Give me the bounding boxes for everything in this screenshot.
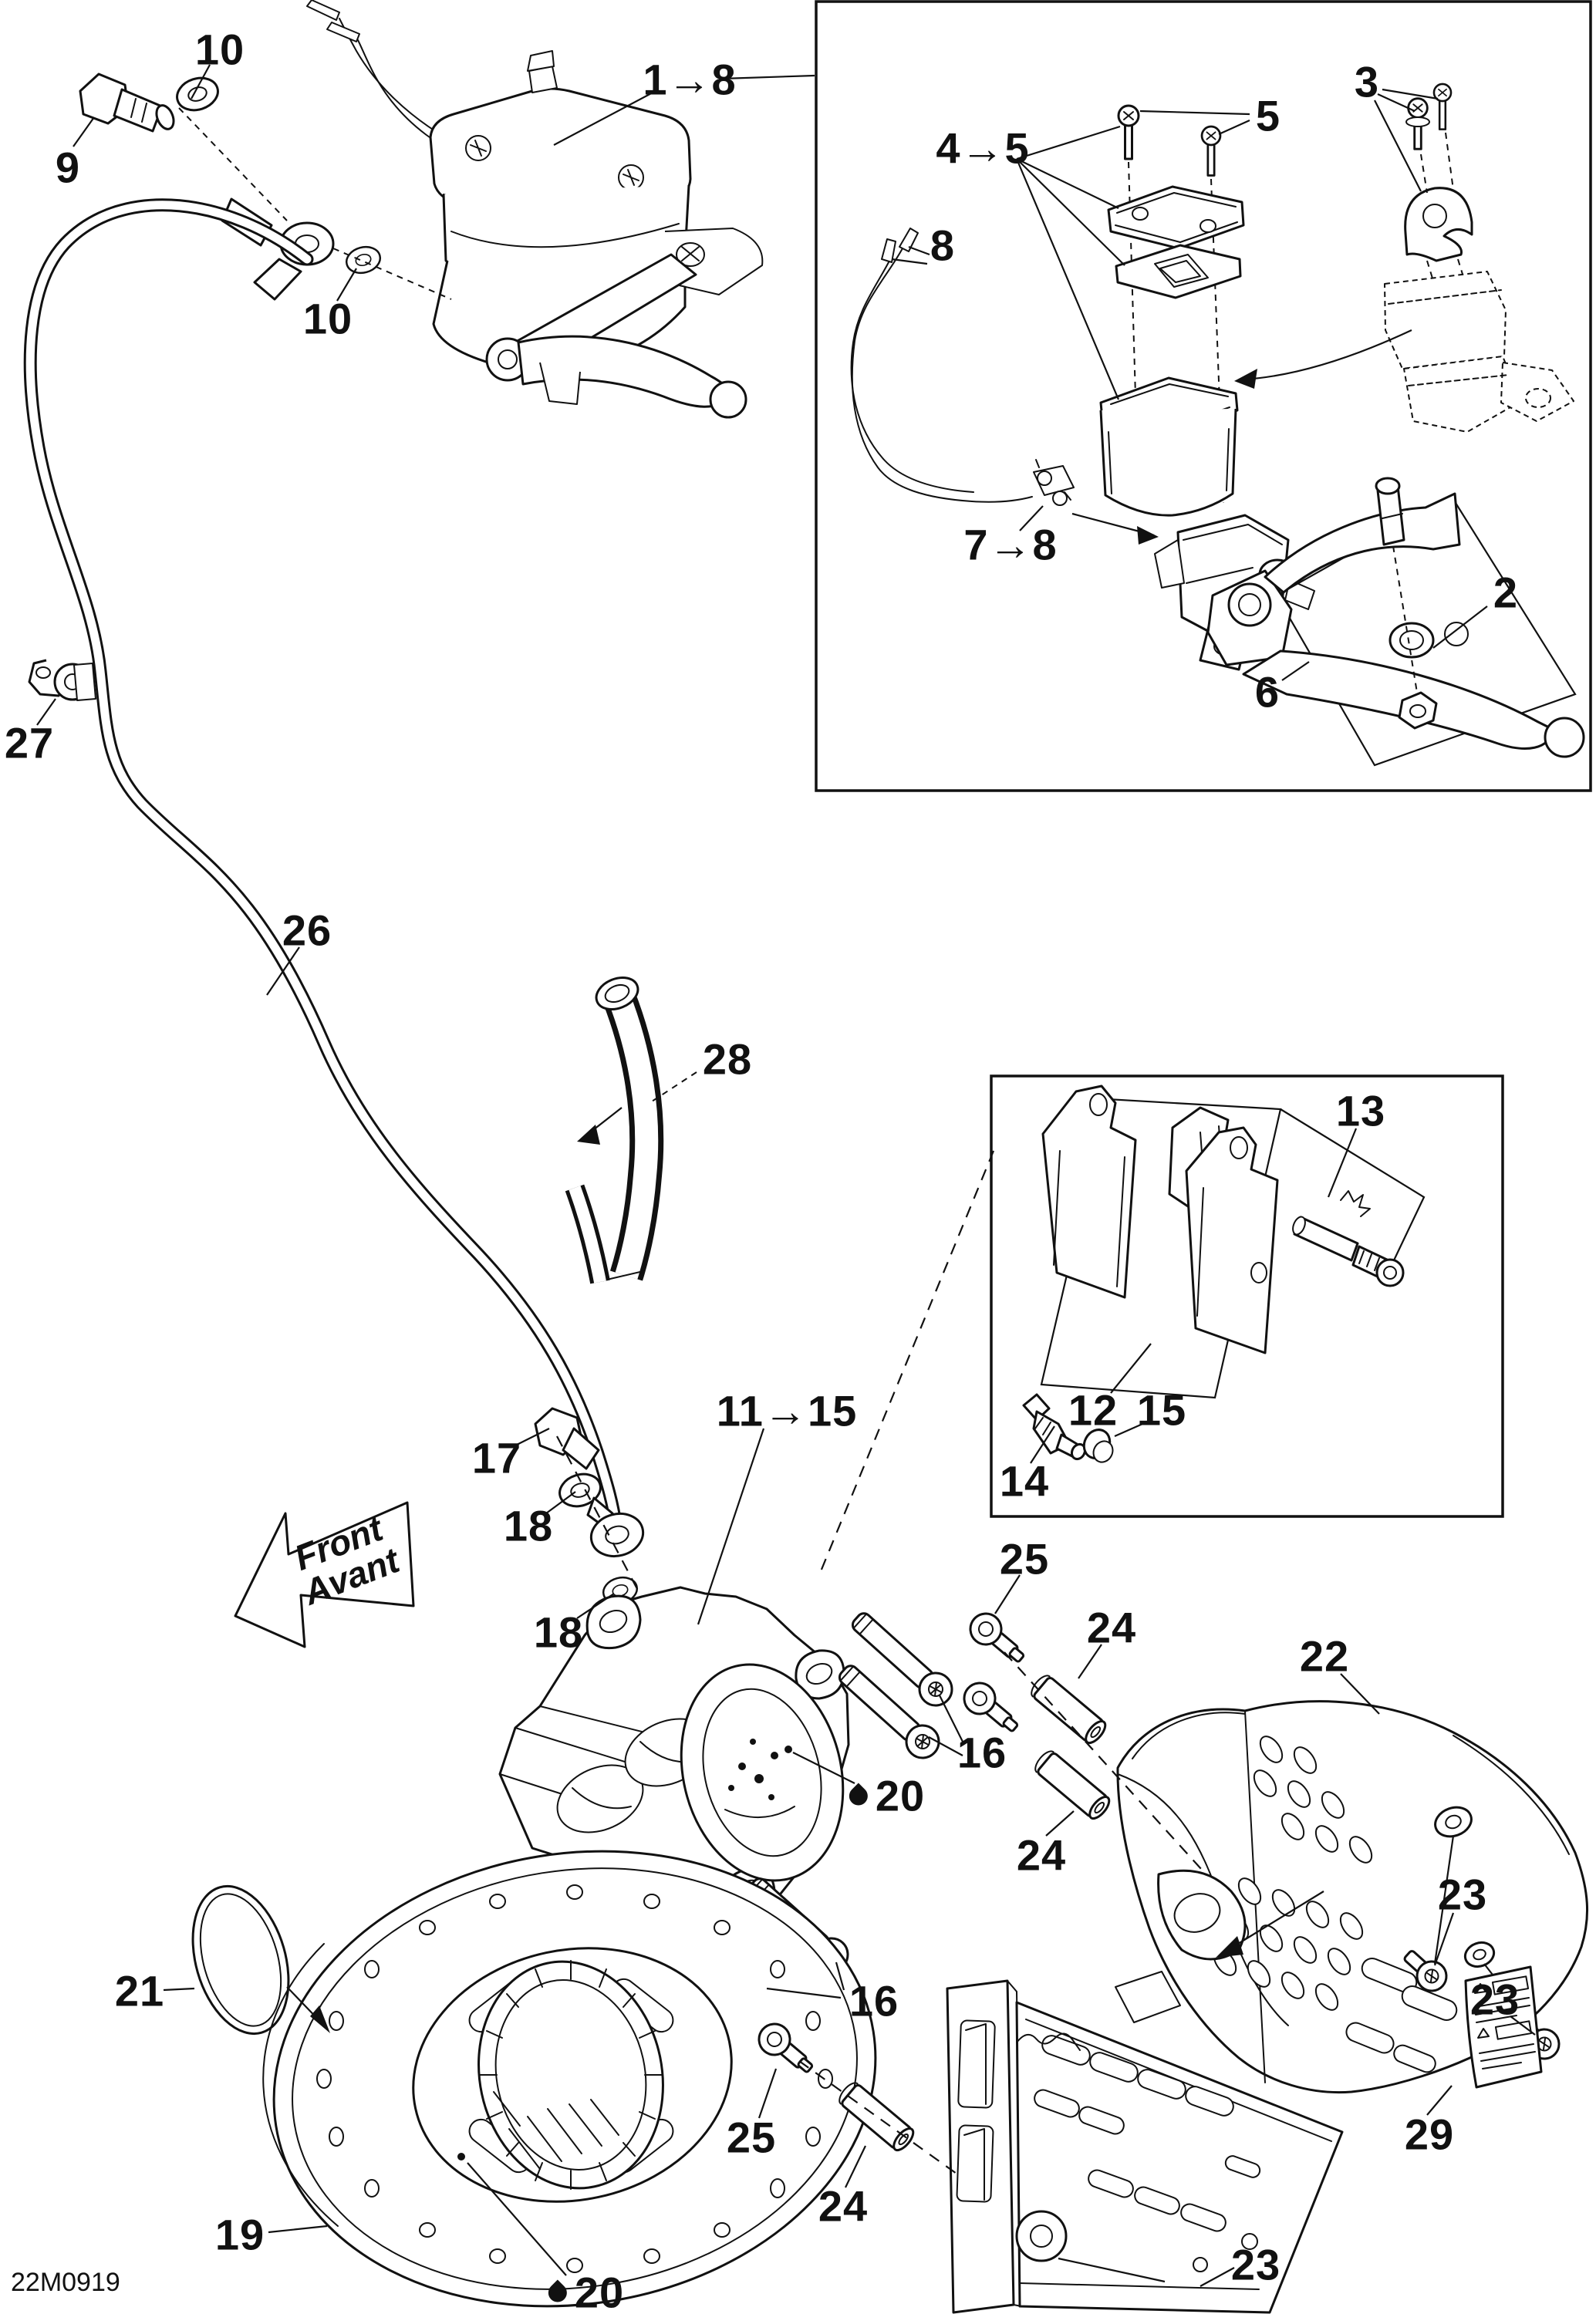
disc-guard-assembly bbox=[957, 1606, 1589, 2314]
part-callout-18b: 18 bbox=[533, 1607, 584, 1657]
part-callout-27: 27 bbox=[4, 718, 55, 767]
disc-drill-holes bbox=[316, 1884, 833, 2273]
spline-ticks bbox=[479, 1960, 663, 2190]
part-callout-12: 12 bbox=[1068, 1385, 1119, 1435]
part-callout-5: 5 bbox=[1255, 91, 1281, 140]
part-callout-2: 2 bbox=[1493, 568, 1519, 617]
part-callout-7-8: 7→8 bbox=[963, 520, 1058, 569]
part-callout-4-5: 4→5 bbox=[936, 123, 1030, 173]
part-callout-8: 8 bbox=[930, 221, 956, 270]
part-callout-29: 29 bbox=[1404, 2110, 1455, 2159]
part-callout-26: 26 bbox=[282, 906, 332, 955]
part-callout-22: 22 bbox=[1299, 1631, 1350, 1681]
mount-bracket-assembly bbox=[751, 1971, 1344, 2314]
inset-box-1-border bbox=[815, 0, 1592, 792]
hose-protector-28 bbox=[595, 976, 664, 1281]
oil-drop-icon bbox=[544, 2279, 571, 2306]
part-callout-10a: 10 bbox=[194, 25, 245, 74]
part-callout-17: 17 bbox=[471, 1433, 522, 1483]
inset-box-brake-pads bbox=[990, 1074, 1504, 1518]
part-callout-23b: 23 bbox=[1469, 1975, 1520, 2024]
part-callout-28: 28 bbox=[702, 1034, 753, 1084]
part-callout-6: 6 bbox=[1254, 667, 1281, 717]
part-callout-11-15: 11→15 bbox=[716, 1386, 858, 1435]
part-callout-19: 19 bbox=[214, 2210, 265, 2259]
bracket-slots bbox=[1034, 2035, 1261, 2272]
part-callout-24b: 24 bbox=[1016, 1830, 1067, 1880]
part-callout-23a: 23 bbox=[1437, 1870, 1488, 1919]
part-callout-13: 13 bbox=[1335, 1086, 1386, 1135]
part-callout-21: 21 bbox=[114, 1966, 165, 2015]
oil-drop-icon bbox=[845, 1783, 872, 1809]
part-callout-16a: 16 bbox=[957, 1728, 1007, 1777]
part-callout-18a: 18 bbox=[503, 1501, 554, 1550]
part-callout-25b: 25 bbox=[726, 2113, 777, 2162]
part-callout-16b: 16 bbox=[849, 1976, 899, 2026]
shield-perforations bbox=[1213, 1736, 1458, 2073]
part-callout-23c: 23 bbox=[1230, 2240, 1281, 2289]
part-callout-25a: 25 bbox=[999, 1534, 1050, 1584]
part-callout-20a: 20 bbox=[845, 1771, 925, 1821]
part-callout-9: 9 bbox=[55, 143, 81, 192]
part-callout-20b: 20 bbox=[544, 2268, 624, 2314]
figure-code: 22M0919 bbox=[11, 2268, 120, 2297]
part-callout-10b: 10 bbox=[302, 294, 353, 343]
brake-disc-assembly bbox=[191, 1850, 877, 2308]
part-callout-1-8: 1→8 bbox=[643, 55, 737, 104]
brake-hose-26 bbox=[23, 198, 623, 1531]
part-callout-14: 14 bbox=[999, 1456, 1050, 1506]
leader-lines bbox=[36, 64, 1536, 2287]
part-callout-24a: 24 bbox=[1086, 1603, 1137, 1652]
part-callout-15: 15 bbox=[1136, 1385, 1187, 1435]
brake-caliper-assembly bbox=[498, 1407, 960, 2010]
warning-decal-29 bbox=[1464, 1965, 1543, 2089]
part-callout-3: 3 bbox=[1354, 57, 1380, 106]
inset-box-master-cylinder bbox=[815, 0, 1592, 792]
front-direction-arrow bbox=[234, 1501, 415, 1648]
part-callout-24c: 24 bbox=[818, 2181, 869, 2231]
master-cylinder-assembly bbox=[79, 0, 764, 419]
flow-arrows bbox=[310, 526, 1159, 2033]
inset-box-2-border bbox=[990, 1074, 1504, 1518]
